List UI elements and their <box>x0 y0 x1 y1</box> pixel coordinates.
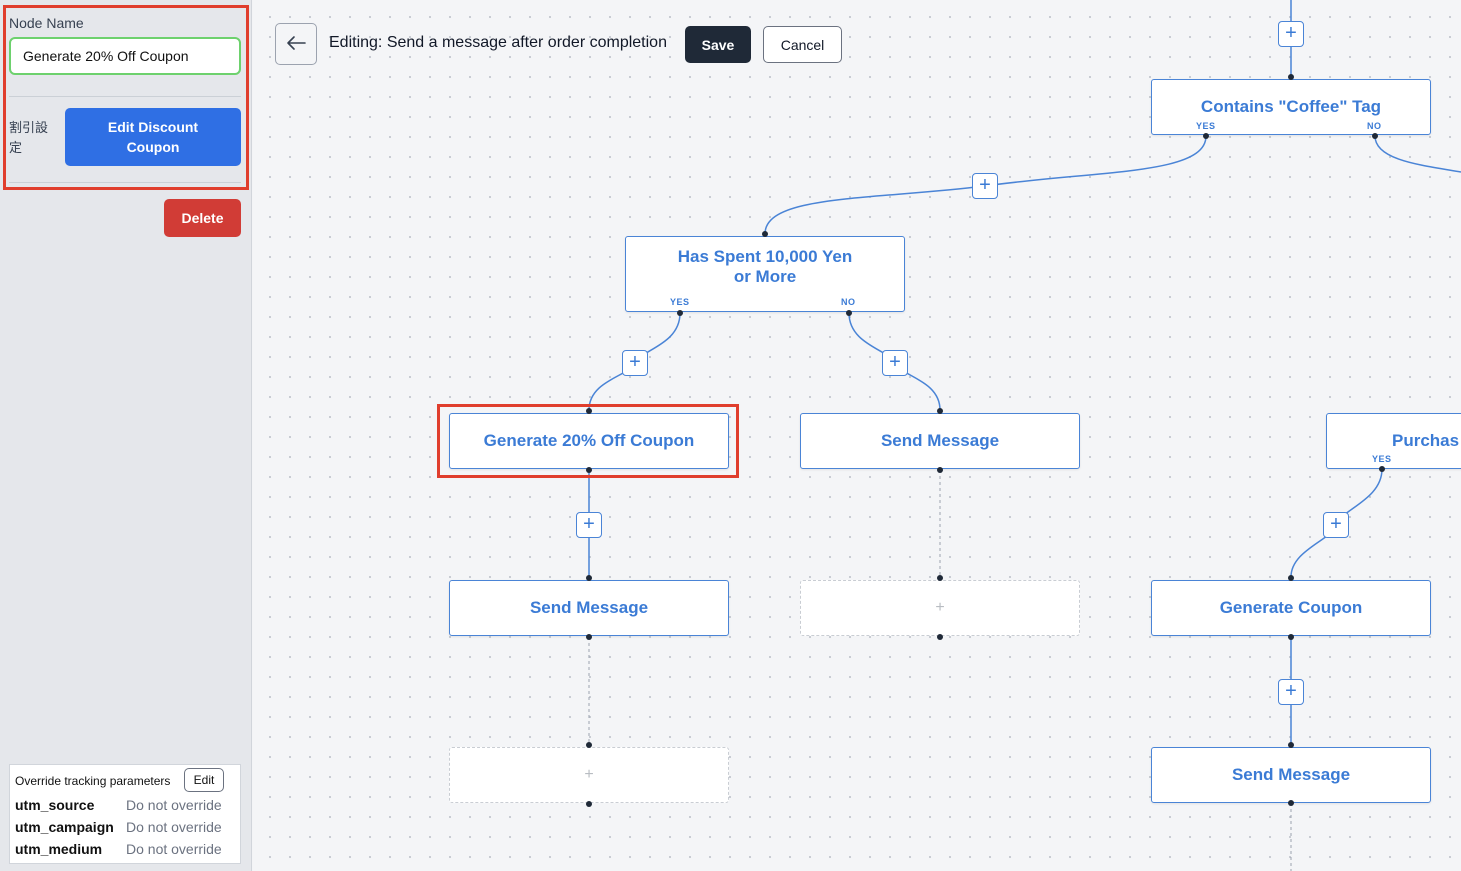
empty-node-placeholder[interactable]: + <box>800 580 1080 636</box>
empty-node-placeholder[interactable]: + <box>449 747 729 803</box>
tracking-value: Do not override <box>126 797 222 813</box>
node-label: Has Spent 10,000 Yen or More <box>677 247 853 286</box>
connector-dot <box>1372 133 1378 139</box>
connector-dot <box>1379 466 1385 472</box>
tracking-edit-button[interactable]: Edit <box>184 768 224 792</box>
branch-yes-label: YES <box>1372 454 1392 464</box>
add-icon: + <box>935 599 945 616</box>
connector-dot <box>586 801 592 807</box>
node-generate-coupon[interactable]: Generate Coupon <box>1151 580 1431 636</box>
tracking-value: Do not override <box>126 841 222 857</box>
node-name-label: Node Name <box>9 15 84 31</box>
connector-dot <box>1288 634 1294 640</box>
branch-no-label: NO <box>1367 121 1382 131</box>
node-contains-coffee-tag[interactable]: Contains "Coffee" Tag <box>1151 79 1431 135</box>
add-icon: + <box>584 766 594 783</box>
connector-dot <box>586 467 592 473</box>
add-node-button[interactable]: + <box>1278 21 1304 47</box>
back-button[interactable] <box>275 23 317 65</box>
connector-dot <box>762 231 768 237</box>
branch-yes-label: YES <box>670 297 690 307</box>
divider <box>9 182 241 183</box>
divider <box>9 96 241 97</box>
connector-dot <box>937 575 943 581</box>
delete-node-button[interactable]: Delete <box>164 199 241 237</box>
edit-discount-coupon-button[interactable]: Edit Discount Coupon <box>65 108 241 166</box>
connector-dot <box>1288 575 1294 581</box>
node-purchase-condition[interactable]: Purchas <box>1326 413 1461 469</box>
node-label: Send Message <box>880 431 1000 450</box>
connector-dot <box>937 467 943 473</box>
save-button[interactable]: Save <box>685 26 751 63</box>
connector-dot <box>586 408 592 414</box>
node-label: Generate Coupon <box>1219 598 1363 617</box>
tracking-parameters-title: Override tracking parameters <box>15 774 171 788</box>
add-node-button[interactable]: + <box>972 173 998 199</box>
connector-dot <box>677 310 683 316</box>
node-label: Generate 20% Off Coupon <box>483 431 695 450</box>
add-node-button[interactable]: + <box>622 350 648 376</box>
connector-dot <box>1288 800 1294 806</box>
add-node-button[interactable]: + <box>1323 512 1349 538</box>
add-node-button[interactable]: + <box>882 350 908 376</box>
node-generate-20-off-coupon[interactable]: Generate 20% Off Coupon <box>449 413 729 469</box>
page-title: Editing: Send a message after order comp… <box>329 34 667 51</box>
connector-dot <box>586 742 592 748</box>
add-node-button[interactable]: + <box>576 512 602 538</box>
connector-dot <box>1203 133 1209 139</box>
cancel-button[interactable]: Cancel <box>763 26 842 63</box>
node-name-input[interactable] <box>9 37 241 75</box>
connector-dot <box>586 575 592 581</box>
connector-dot <box>937 408 943 414</box>
tracking-key: utm_medium <box>15 841 103 857</box>
branch-yes-label: YES <box>1196 121 1216 131</box>
node-has-spent-10000-yen[interactable]: Has Spent 10,000 Yen or More <box>625 236 905 312</box>
node-send-message[interactable]: Send Message <box>449 580 729 636</box>
highlighted-settings-panel <box>3 5 249 190</box>
node-label: Send Message <box>1231 765 1351 784</box>
connector-dot <box>586 634 592 640</box>
connector-dot <box>937 634 943 640</box>
connector-dot <box>1288 74 1294 80</box>
discount-setting-label: 割引設定 <box>9 120 49 155</box>
node-send-message[interactable]: Send Message <box>800 413 1080 469</box>
tracking-value: Do not override <box>126 819 222 835</box>
node-label: Purchas <box>1392 431 1460 450</box>
arrow-left-icon <box>286 35 306 54</box>
add-node-button[interactable]: + <box>1278 679 1304 705</box>
connector-dot <box>1288 742 1294 748</box>
tracking-key: utm_campaign <box>15 819 114 835</box>
branch-no-label: NO <box>841 297 856 307</box>
tracking-parameters-panel: Override tracking parameters Edit utm_so… <box>9 764 241 864</box>
connector-dot <box>846 310 852 316</box>
node-settings-sidebar: Node Name 割引設定 Edit Discount Coupon Dele… <box>0 0 252 871</box>
node-label: Send Message <box>529 598 649 617</box>
node-send-message[interactable]: Send Message <box>1151 747 1431 803</box>
tracking-key: utm_source <box>15 797 95 813</box>
node-label: Contains "Coffee" Tag <box>1200 97 1382 116</box>
